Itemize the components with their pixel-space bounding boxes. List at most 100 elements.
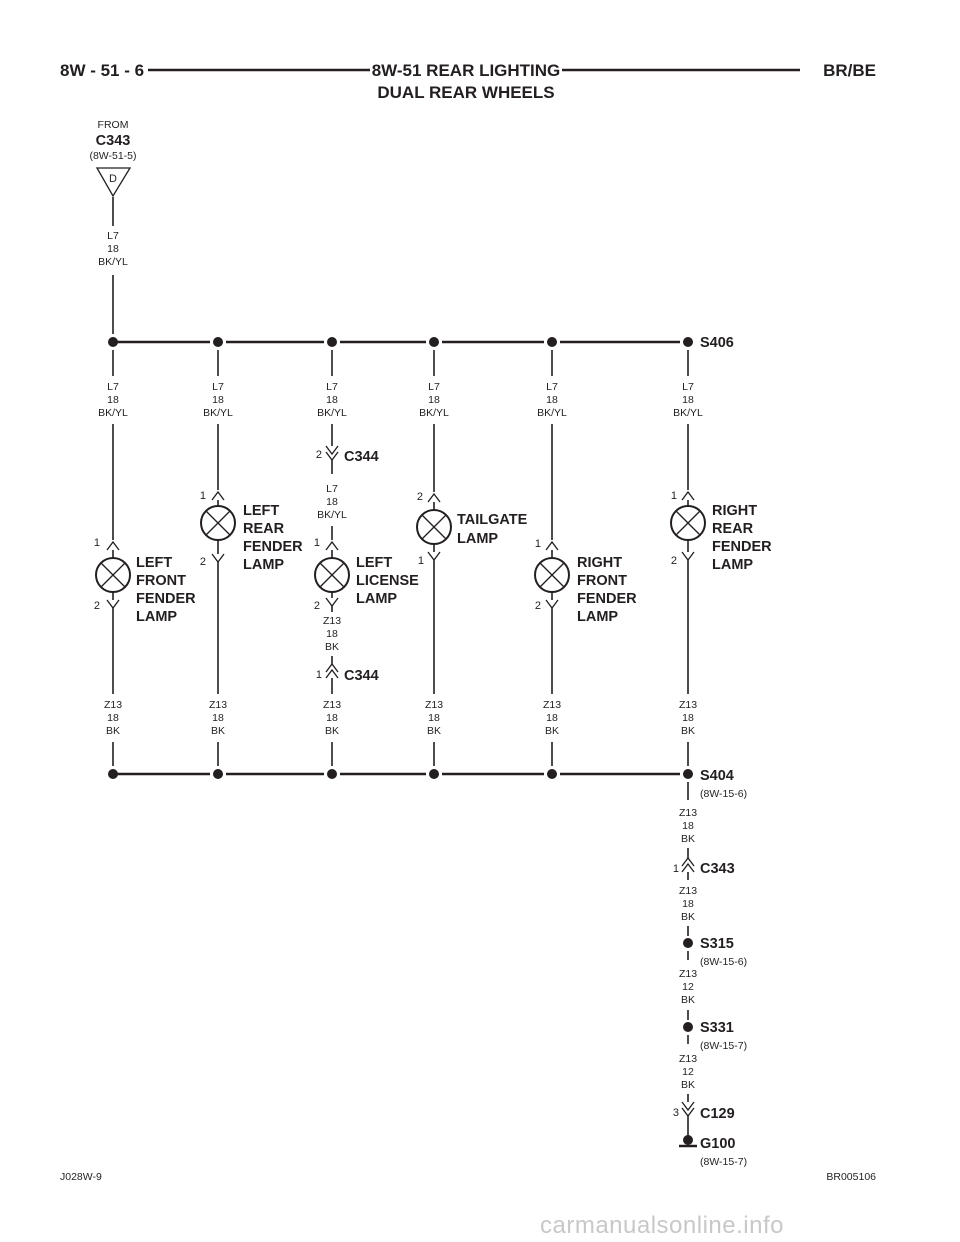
wire-gauge: 18 (326, 394, 338, 406)
wire-circuit: Z13 (679, 885, 697, 897)
splice-s331-dot (683, 1022, 693, 1032)
lamp-label: LAMP (457, 531, 498, 547)
lamp-icon (534, 557, 570, 593)
splice-s315-dot (683, 938, 693, 948)
wire-gauge: 18 (212, 712, 224, 724)
pin-bottom: 2 (314, 600, 320, 612)
wire-color: BK/YL (317, 509, 347, 521)
branch-left-front-fender: L7 18 BK/YL 1 2 LEFT FRONT FENDER LAMP Z… (94, 337, 196, 779)
wire-color: BK (211, 725, 225, 737)
pin-mark (211, 490, 225, 501)
source-reference: (8W-51-5) (89, 150, 136, 162)
lamp-label: FENDER (712, 539, 772, 555)
splice-s315-ref: (8W-15-6) (700, 956, 747, 968)
lamp-label: LAMP (712, 557, 753, 573)
connector-pin: 1 (316, 669, 322, 681)
branch-tailgate: L7 18 BK/YL 2 1 TAILGATE LAMP Z13 18 BK (416, 337, 528, 779)
ground-g100-ref: (8W-15-7) (700, 1156, 747, 1168)
connector-c129-label: C129 (700, 1106, 735, 1122)
connector-c343-icon (681, 856, 695, 873)
wire-gauge: 18 (107, 394, 119, 406)
wire-circuit: Z13 (209, 699, 227, 711)
wire-circuit: L7 (546, 381, 558, 393)
pin-mark (427, 551, 441, 562)
lamp-label: FRONT (577, 573, 627, 589)
wire-circuit: Z13 (679, 699, 697, 711)
connector-c344-bottom-icon (325, 662, 339, 679)
splice-dot (213, 769, 223, 779)
pin-mark (681, 551, 695, 562)
connector-pin: 3 (673, 1107, 679, 1119)
wire-circuit: L7 (107, 381, 119, 393)
splice-dot (108, 769, 118, 779)
lamp-label: FENDER (136, 591, 196, 607)
lamp-label: REAR (243, 521, 285, 537)
pin-top: 2 (417, 491, 423, 503)
splice-dot (547, 337, 557, 347)
wire-color: BK (681, 833, 695, 845)
wire-color: BK (681, 911, 695, 923)
footer-right-code: BR005106 (826, 1171, 876, 1183)
model-code: BR/BE (823, 61, 876, 80)
splice-dot (429, 769, 439, 779)
pin-top: 1 (94, 537, 100, 549)
source-pin: D (109, 173, 117, 185)
wire-gauge: 18 (107, 712, 119, 724)
source-wire-gauge: 18 (107, 243, 119, 255)
wire-circuit: Z13 (425, 699, 443, 711)
wire-color: BK/YL (317, 407, 347, 419)
branch-left-rear-fender: L7 18 BK/YL 1 2 LEFT REAR FENDER LAMP Z1… (200, 337, 303, 779)
pin-bottom: 1 (418, 555, 424, 567)
splice-dot (327, 769, 337, 779)
connector-pin: 1 (673, 863, 679, 875)
wire-gauge: 18 (326, 628, 338, 640)
pin-mark (427, 492, 441, 503)
branch-right-rear-fender: L7 18 BK/YL 1 2 RIGHT REAR FENDER LAMP Z… (670, 337, 772, 779)
splice-s331-label: S331 (700, 1020, 734, 1036)
wire-color: BK (681, 1079, 695, 1091)
pin-bottom: 2 (671, 555, 677, 567)
lamp-label: FENDER (243, 539, 303, 555)
connector-c344-top-label: C344 (344, 449, 379, 465)
wire-color: BK (545, 725, 559, 737)
splice-dot (327, 337, 337, 347)
watermark: carmanualsonline.info (540, 1212, 784, 1239)
lamp-icon (314, 557, 350, 593)
pin-bottom: 2 (535, 600, 541, 612)
source-wire-circuit: L7 (107, 230, 119, 242)
branch-right-front-fender: L7 18 BK/YL 1 2 RIGHT FRONT FENDER LAMP … (534, 337, 637, 779)
from-label: FROM (98, 119, 129, 131)
ground-g100-label: G100 (700, 1136, 735, 1152)
splice-dot (213, 337, 223, 347)
wire-color: BK/YL (203, 407, 233, 419)
splice-dot (683, 769, 693, 779)
splice-s315-label: S315 (700, 936, 734, 952)
lamp-icon (670, 505, 706, 541)
pin-mark (325, 540, 339, 551)
lamp-icon (416, 509, 452, 545)
wire-circuit: Z13 (543, 699, 561, 711)
source-wire-color: BK/YL (98, 256, 128, 268)
splice-s406-label: S406 (700, 335, 734, 351)
connector-c344-bottom-label: C344 (344, 668, 379, 684)
wire-gauge: 18 (682, 898, 694, 910)
lamp-label: LAMP (136, 609, 177, 625)
lamp-label: RIGHT (577, 555, 622, 571)
lamp-label: TAILGATE (457, 512, 528, 528)
pin-mark (106, 599, 120, 610)
wire-circuit: L7 (682, 381, 694, 393)
wire-color: BK/YL (537, 407, 567, 419)
wire-gauge: 12 (682, 1066, 694, 1078)
page-title-line1: 8W-51 REAR LIGHTING (372, 61, 561, 80)
splice-s404-label: S404 (700, 768, 734, 784)
wire-circuit: L7 (326, 483, 338, 495)
ground-path: Z13 18 BK 1 C343 Z13 18 BK S315 (8W-15-6… (673, 782, 747, 1168)
connector-c343-label: C343 (700, 861, 735, 877)
branch-left-license: L7 18 BK/YL 2 C344 L7 18 BK/YL 1 2 LEFT … (314, 337, 419, 779)
wire-color: BK (681, 994, 695, 1006)
wire-color: BK (427, 725, 441, 737)
wire-gauge: 18 (682, 394, 694, 406)
wire-circuit: Z13 (323, 699, 341, 711)
lamp-label: LAMP (577, 609, 618, 625)
